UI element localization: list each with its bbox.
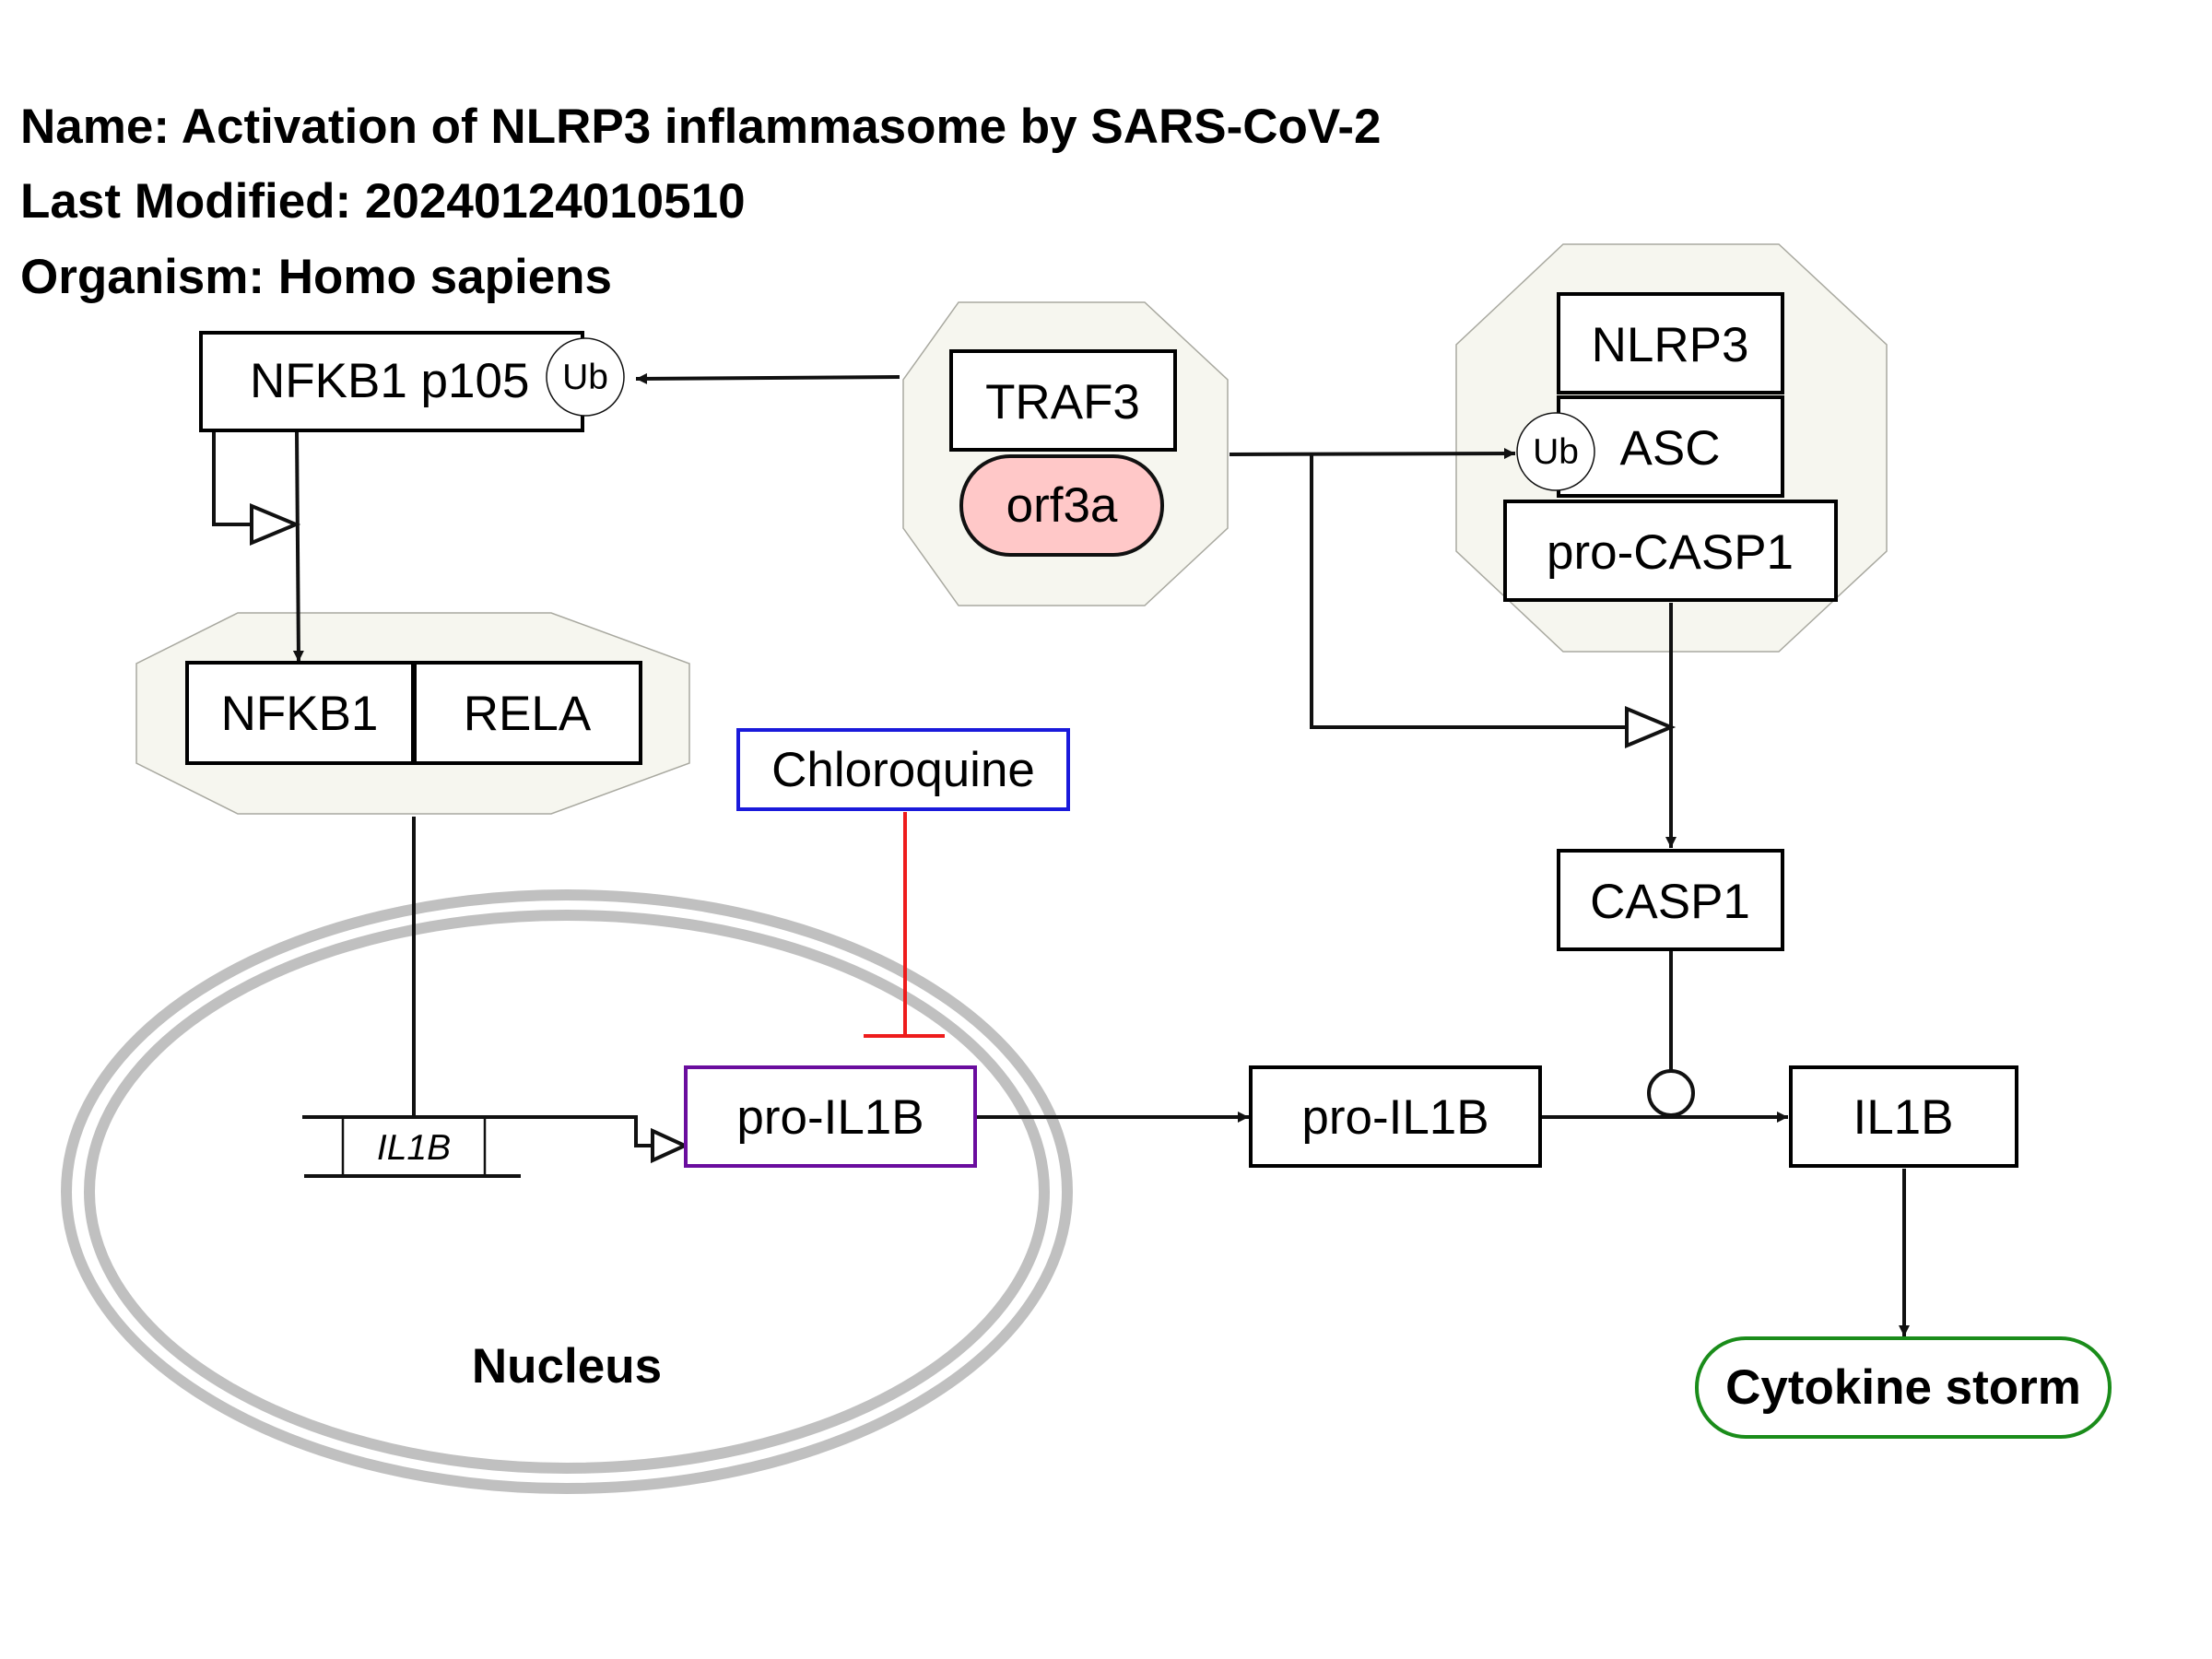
node-il1b[interactable]: IL1B bbox=[1789, 1065, 2018, 1168]
node-cytokine-storm[interactable]: Cytokine storm bbox=[1695, 1336, 2112, 1439]
node-asc[interactable]: ASC bbox=[1557, 395, 1784, 498]
svg-text:IL1B: IL1B bbox=[1853, 1090, 1953, 1145]
svg-text:ASC: ASC bbox=[1620, 421, 1721, 476]
node-rela[interactable]: RELA bbox=[413, 661, 642, 765]
svg-text:IL1B: IL1B bbox=[377, 1128, 451, 1168]
traf3-catalysis-head bbox=[1625, 706, 1677, 748]
node-traf3[interactable]: TRAF3 bbox=[949, 349, 1177, 452]
svg-text:pro-IL1B: pro-IL1B bbox=[1301, 1090, 1488, 1145]
svg-text:NLRP3: NLRP3 bbox=[1592, 318, 1749, 372]
svg-text:NFKB1: NFKB1 bbox=[221, 687, 379, 741]
svg-text:NFKB1 p105: NFKB1 p105 bbox=[250, 354, 529, 408]
svg-text:Cytokine storm: Cytokine storm bbox=[1725, 1360, 2081, 1415]
traf3-orf3a-complex[interactable] bbox=[902, 301, 1229, 606]
transcription-edge bbox=[302, 1115, 653, 1147]
node-pro-il1b-nuclear[interactable]: pro-IL1B bbox=[684, 1065, 977, 1168]
svg-text:pro-CASP1: pro-CASP1 bbox=[1547, 525, 1794, 580]
svg-text:orf3a: orf3a bbox=[1006, 478, 1118, 533]
traf3-to-asc-arrow bbox=[1229, 448, 1516, 460]
node-casp1[interactable]: CASP1 bbox=[1557, 849, 1784, 951]
nucleus-compartment[interactable]: Nucleus bbox=[61, 889, 1073, 1494]
svg-text:RELA: RELA bbox=[464, 687, 592, 741]
svg-text:TRAF3: TRAF3 bbox=[985, 375, 1140, 429]
svg-text:pro-IL1B: pro-IL1B bbox=[736, 1090, 924, 1145]
traf3-to-p105-arrow bbox=[635, 372, 900, 384]
pathway-name: Name: Activation of NLRP3 inflammasome b… bbox=[20, 100, 1381, 154]
svg-text:Chloroquine: Chloroquine bbox=[771, 743, 1035, 797]
node-nfkb1[interactable]: NFKB1 bbox=[185, 661, 415, 765]
ub-modification-asc[interactable]: Ub bbox=[1516, 412, 1595, 491]
p105-to-nfkb1-arrow bbox=[292, 430, 304, 663]
node-pro-il1b[interactable]: pro-IL1B bbox=[1249, 1065, 1542, 1168]
svg-text:CASP1: CASP1 bbox=[1590, 875, 1750, 929]
transcription-head bbox=[651, 1127, 689, 1164]
organism: Organism: Homo sapiens bbox=[20, 250, 612, 304]
traf3-catalysis-edge bbox=[1310, 454, 1627, 729]
node-chloroquine[interactable]: Chloroquine bbox=[736, 728, 1070, 811]
last-modified: Last Modified: 20240124010510 bbox=[20, 174, 746, 229]
svg-text:Ub: Ub bbox=[1533, 432, 1579, 472]
node-il1b-gene[interactable]: IL1B bbox=[302, 1115, 521, 1178]
node-pro-casp1[interactable]: pro-CASP1 bbox=[1503, 500, 1838, 602]
casp1-catalysis-head bbox=[1647, 1069, 1695, 1117]
p105-catalysis-head bbox=[250, 503, 301, 546]
ub-modification-p105[interactable]: Ub bbox=[546, 337, 625, 417]
node-nfkb1-p105[interactable]: NFKB1 p105 bbox=[199, 331, 584, 432]
p105-catalysis-edge bbox=[212, 431, 252, 526]
node-nlrp3[interactable]: NLRP3 bbox=[1557, 292, 1784, 394]
svg-text:Ub: Ub bbox=[562, 358, 608, 397]
nucleus-label: Nucleus bbox=[472, 1339, 662, 1394]
node-orf3a[interactable]: orf3a bbox=[959, 454, 1164, 557]
